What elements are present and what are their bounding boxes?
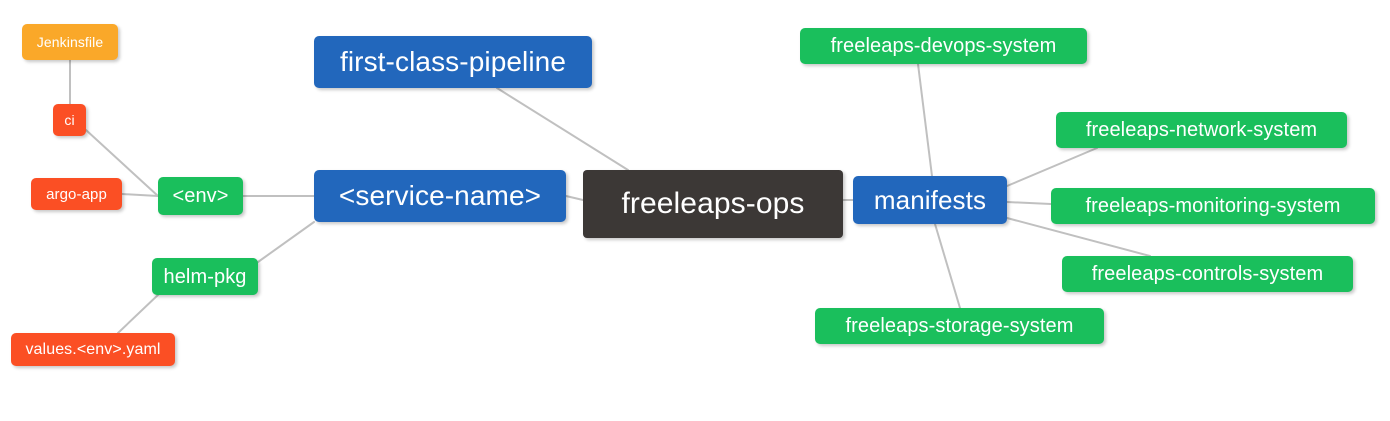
node-service-name[interactable]: <service-name> xyxy=(314,170,566,222)
node-argo-app[interactable]: argo-app xyxy=(31,178,122,210)
node-freeleaps-controls-system[interactable]: freeleaps-controls-system xyxy=(1062,256,1353,292)
node-first-class-pipeline[interactable]: first-class-pipeline xyxy=(314,36,592,88)
node-freeleaps-storage-system[interactable]: freeleaps-storage-system xyxy=(815,308,1104,344)
edge-manifests-to-freeleaps-storage-system xyxy=(934,223,961,309)
node-helm-pkg[interactable]: helm-pkg xyxy=(152,258,258,295)
node-freeleaps-monitoring-system[interactable]: freeleaps-monitoring-system xyxy=(1051,188,1375,224)
node-values-env-yaml[interactable]: values.<env>.yaml xyxy=(11,333,175,366)
edge-manifests-to-freeleaps-network-system xyxy=(1006,147,1098,187)
node-freeleaps-devops-system[interactable]: freeleaps-devops-system xyxy=(800,28,1087,64)
node-env[interactable]: <env> xyxy=(158,177,243,215)
edge-service-name-to-freeleaps-ops xyxy=(565,195,584,201)
edge-manifests-to-freeleaps-devops-system xyxy=(917,63,933,177)
edge-first-class-pipeline-to-freeleaps-ops xyxy=(496,87,629,171)
node-freeleaps-network-system[interactable]: freeleaps-network-system xyxy=(1056,112,1347,148)
node-jenkinsfile[interactable]: Jenkinsfile xyxy=(22,24,118,60)
edge-helm-pkg-to-values-env-yaml xyxy=(117,292,161,334)
edge-manifests-to-freeleaps-monitoring-system xyxy=(1006,201,1052,205)
node-freeleaps-ops[interactable]: freeleaps-ops xyxy=(583,170,843,238)
node-ci[interactable]: ci xyxy=(53,104,86,136)
edge-service-name-to-helm-pkg xyxy=(257,221,315,263)
node-manifests[interactable]: manifests xyxy=(853,176,1007,224)
edge-argo-app-to-env xyxy=(121,193,159,197)
